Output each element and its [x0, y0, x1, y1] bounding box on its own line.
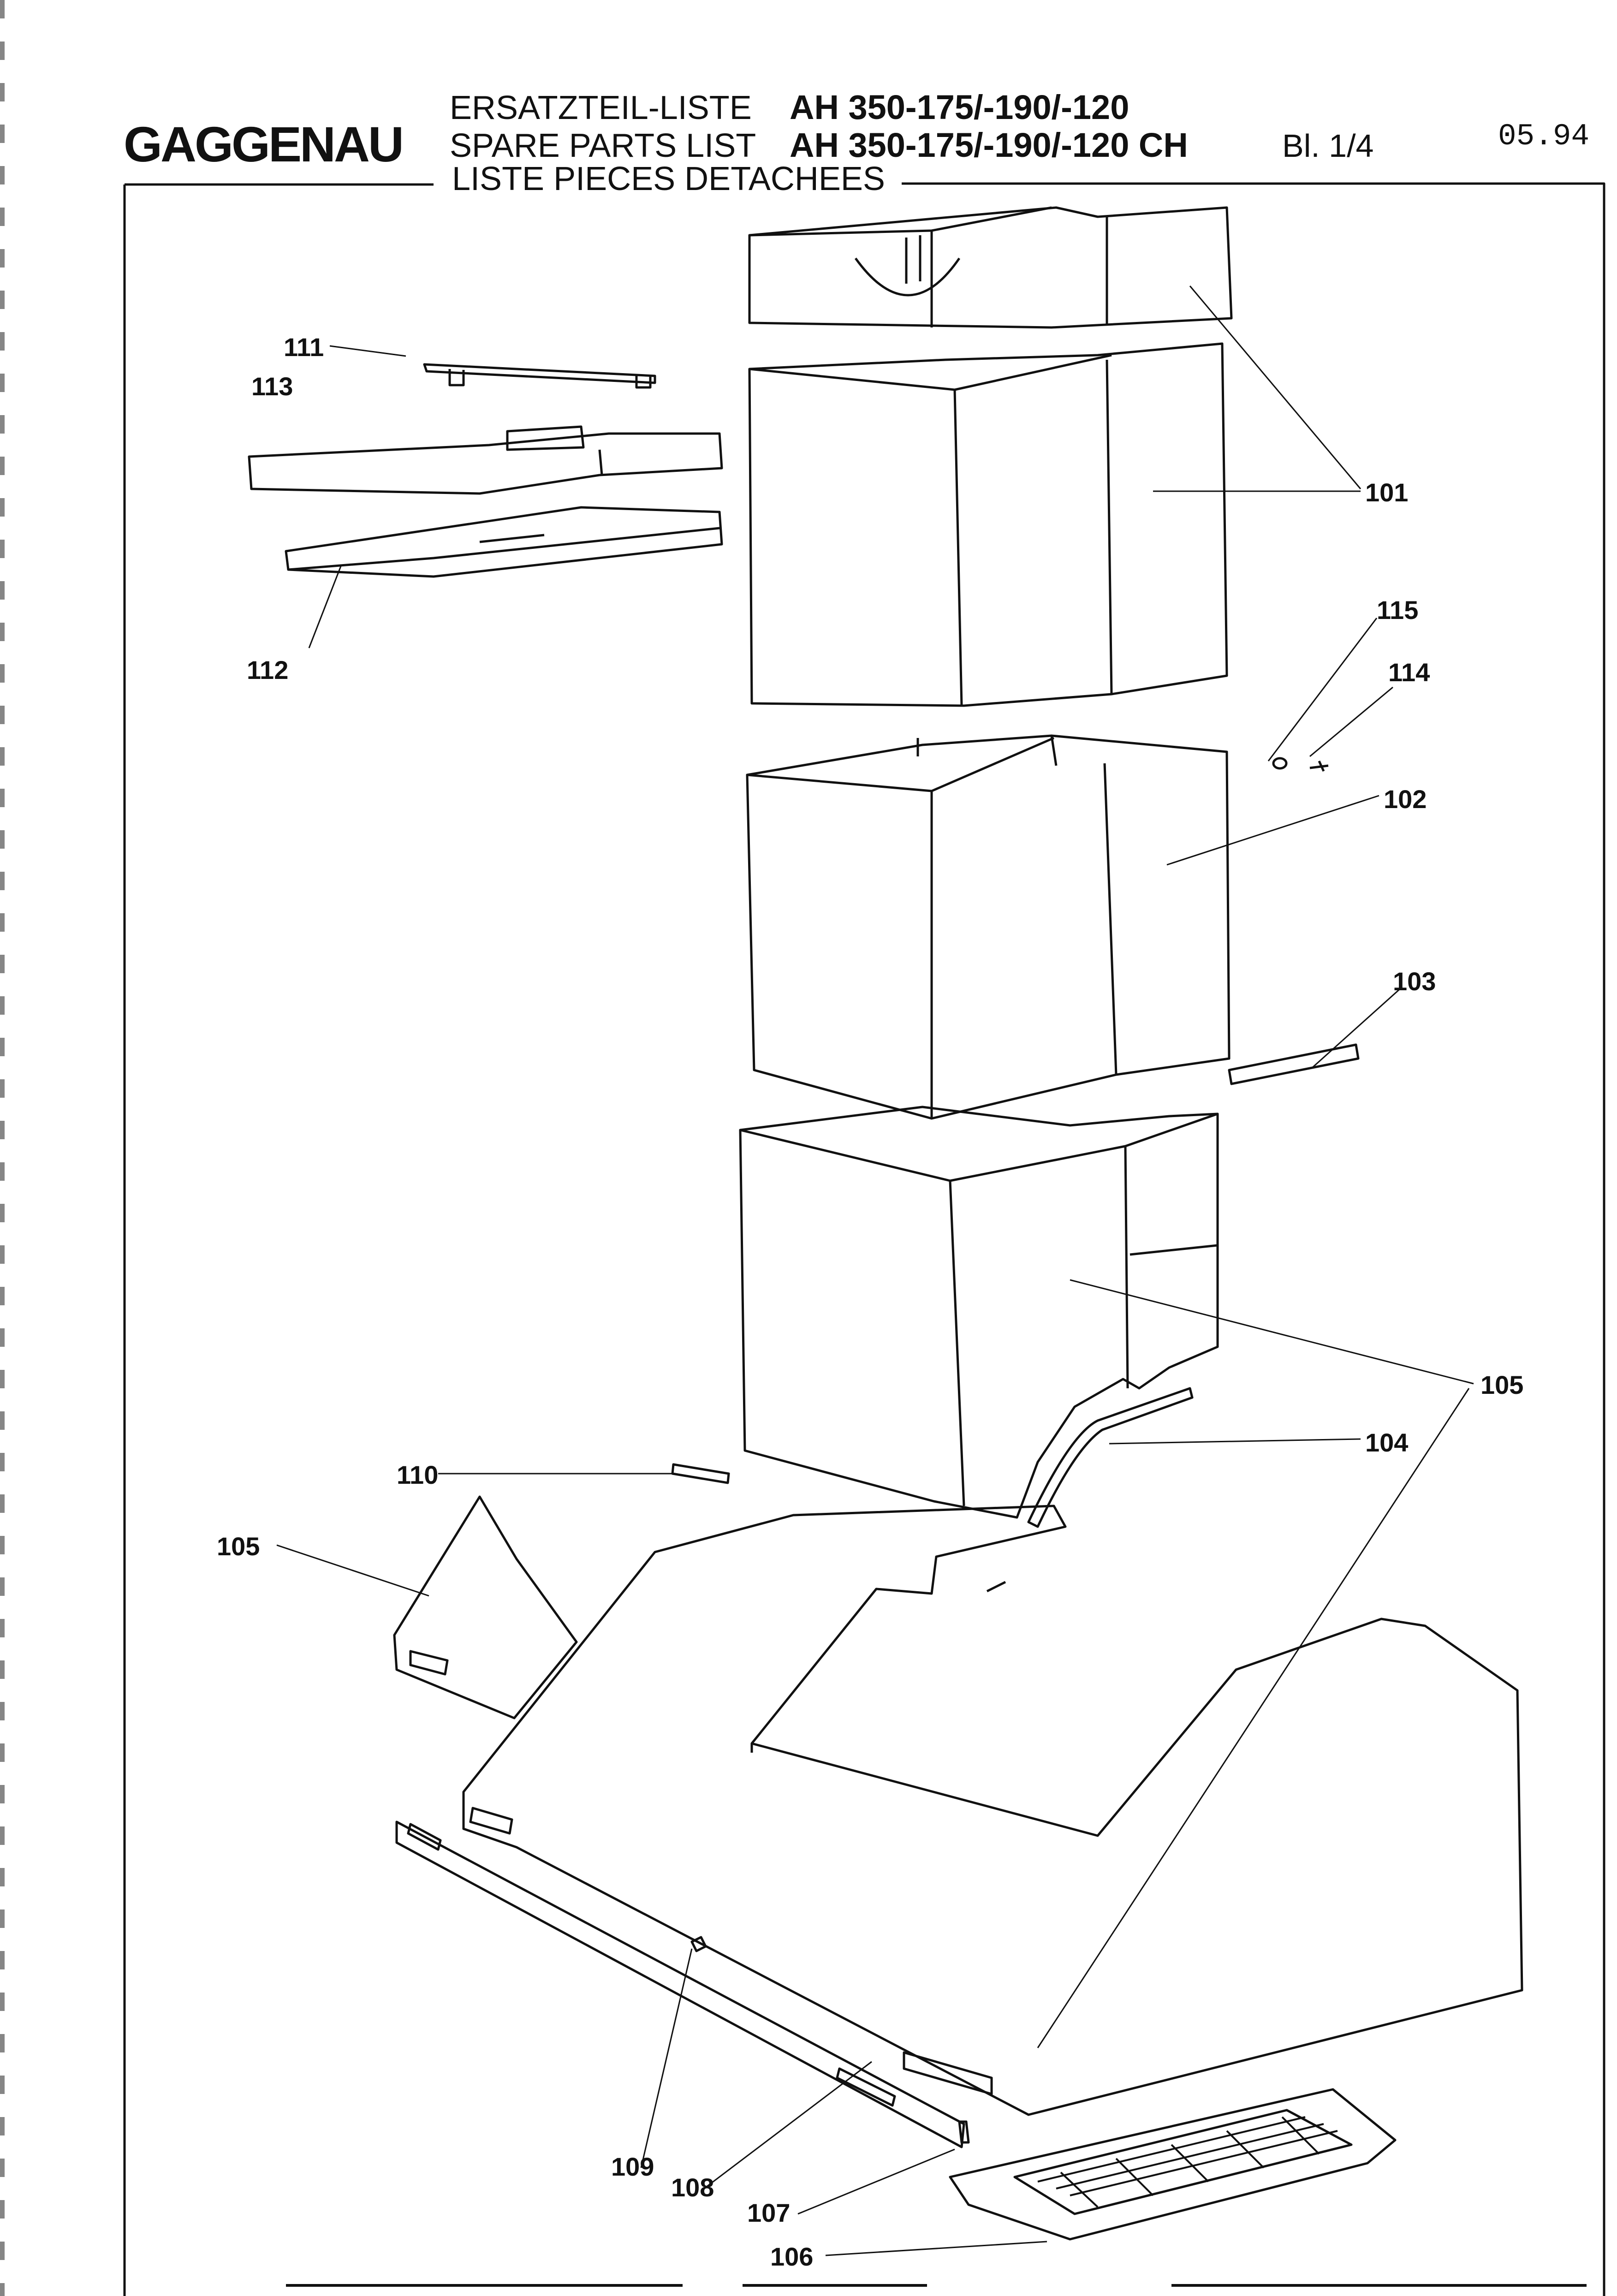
- brand-logo: GAGGENAU: [124, 116, 404, 172]
- callout-108: 108: [671, 2173, 714, 2202]
- sheet-number: Bl. 1/4: [1282, 128, 1374, 164]
- callout-107: 107: [747, 2198, 791, 2227]
- revision-date: 05.94: [1498, 119, 1590, 154]
- scan-edge: [0, 0, 5, 2296]
- callout-114: 114: [1388, 658, 1430, 687]
- model-number-ch: AH 350-175/-190/-120 CH: [790, 126, 1188, 164]
- callout-102: 102: [1384, 785, 1427, 814]
- callout-105-right: 105: [1480, 1370, 1524, 1399]
- part-103-bar: [1228, 1043, 1360, 1085]
- part-109-clip: [690, 1936, 707, 1952]
- callout-112: 112: [247, 655, 289, 684]
- callout-115: 115: [1377, 595, 1419, 625]
- part-114-115-screw: [1272, 757, 1329, 772]
- callout-111: 111: [284, 333, 324, 362]
- callout-105-left: 105: [217, 1532, 260, 1561]
- callout-101: 101: [1365, 478, 1409, 507]
- part-110-spring: [671, 1463, 730, 1484]
- part-104-rail: [1027, 1387, 1194, 1528]
- title-german: ERSATZTEIL-LISTE: [450, 89, 752, 126]
- part-105-lower-chimney: [739, 1106, 1219, 1519]
- part-102-middle-chimney: [746, 734, 1231, 1120]
- callout-106: 106: [770, 2242, 814, 2271]
- callout-103: 103: [1393, 967, 1436, 996]
- part-101-upper-chimney: [748, 342, 1228, 707]
- hood-body: [462, 1505, 1523, 2116]
- callout-104: 104: [1365, 1428, 1409, 1457]
- part-101-cap: [748, 206, 1233, 329]
- part-112-frame: [285, 506, 723, 578]
- part-113-tray: [248, 425, 723, 495]
- callout-109: 109: [611, 2152, 654, 2181]
- part-107-clip: [958, 2120, 970, 2144]
- part-106-grease-filter: [949, 2088, 1397, 2241]
- part-108-front-rail: [395, 1820, 965, 2148]
- title-english: SPARE PARTS LIST: [450, 127, 756, 164]
- title-french: LISTE PIECES DETACHEES: [452, 161, 885, 197]
- callout-113: 113: [251, 372, 293, 401]
- part-105-side-panel: [393, 1495, 578, 1719]
- drawing-frame: [123, 182, 1605, 2296]
- model-number: AH 350-175/-190/-120: [790, 88, 1130, 126]
- part-111-bracket: [423, 363, 656, 389]
- callout-110: 110: [397, 1460, 439, 1489]
